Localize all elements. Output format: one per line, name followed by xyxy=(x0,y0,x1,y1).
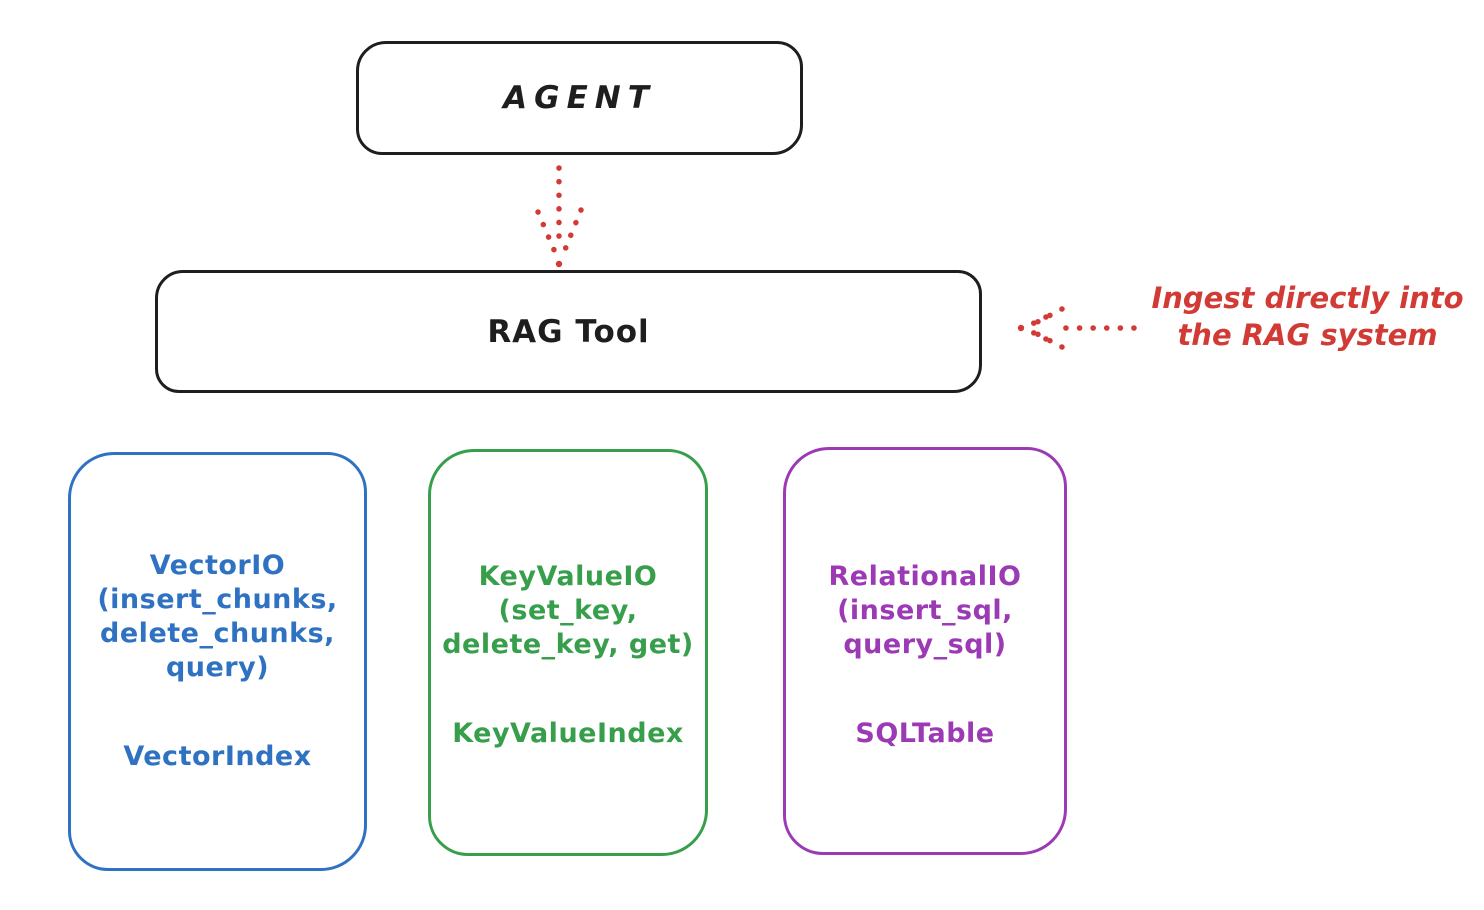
annotation-to-rag-arrow-icon xyxy=(1017,306,1137,350)
relational-io-line: query_sql) xyxy=(843,629,1007,660)
annotation-line: Ingest directly into xyxy=(1151,281,1464,315)
ingest-annotation: Ingest directly into the RAG system xyxy=(1140,280,1475,354)
node-agent: AGENT xyxy=(356,41,803,155)
sql-table-label: SQLTable xyxy=(855,718,995,749)
node-key-value-io: KeyValueIO (set_key, delete_key, get) Ke… xyxy=(428,449,708,856)
key-value-io-line: KeyValueIO xyxy=(478,561,658,592)
key-value-io-line: delete_key, get) xyxy=(442,629,694,660)
vector-io-line: (insert_chunks, xyxy=(97,584,338,615)
key-value-io-line: (set_key, xyxy=(498,595,638,626)
node-rag-tool: RAG Tool xyxy=(155,270,982,393)
vector-io-line: VectorIO xyxy=(149,550,286,581)
relational-io-line: RelationalIO xyxy=(828,561,1022,592)
vector-io-line: query) xyxy=(165,652,270,683)
node-relational-io: RelationalIO (insert_sql, query_sql) SQL… xyxy=(783,447,1067,855)
annotation-line: the RAG system xyxy=(1177,318,1438,352)
rag-tool-label: RAG Tool xyxy=(487,313,650,350)
vector-index-label: VectorIndex xyxy=(123,741,312,772)
key-value-index-label: KeyValueIndex xyxy=(452,718,684,749)
node-vector-io: VectorIO (insert_chunks, delete_chunks, … xyxy=(68,452,367,871)
agent-label: AGENT xyxy=(503,80,656,116)
agent-to-rag-arrow-icon xyxy=(535,165,584,268)
vector-io-line: delete_chunks, xyxy=(100,618,335,649)
relational-io-line: (insert_sql, xyxy=(837,595,1013,626)
